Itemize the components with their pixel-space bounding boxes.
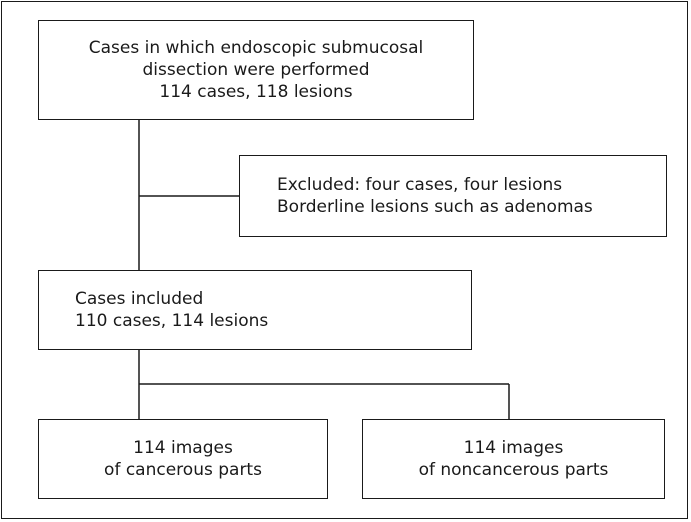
box-text-line: of cancerous parts	[104, 460, 262, 480]
box-text-line: 114 images	[463, 438, 564, 458]
box-noncancerous-images: 114 images of noncancerous parts	[362, 419, 665, 499]
box-text-line: of noncancerous parts	[418, 460, 609, 480]
box-text-line: Cases included	[75, 289, 204, 309]
box-included-cases: Cases included 110 cases, 114 lesions	[38, 270, 472, 350]
box-screened-cases: Cases in which endoscopic submucosal dis…	[38, 20, 474, 120]
box-text-line: Excluded: four cases, four lesions	[277, 175, 563, 195]
box-text-line: 114 images	[133, 438, 233, 458]
box-text-line: dissection were performed	[142, 60, 370, 80]
box-text-line: Cases in which endoscopic submucosal	[88, 38, 424, 58]
box-text-line: 110 cases, 114 lesions	[75, 311, 269, 331]
box-cancerous-images: 114 images of cancerous parts	[38, 419, 328, 499]
box-text-line: 114 cases, 118 lesions	[159, 82, 353, 102]
box-text-line: Borderline lesions such as adenomas	[277, 197, 593, 217]
box-excluded-cases: Excluded: four cases, four lesions Borde…	[239, 155, 667, 237]
